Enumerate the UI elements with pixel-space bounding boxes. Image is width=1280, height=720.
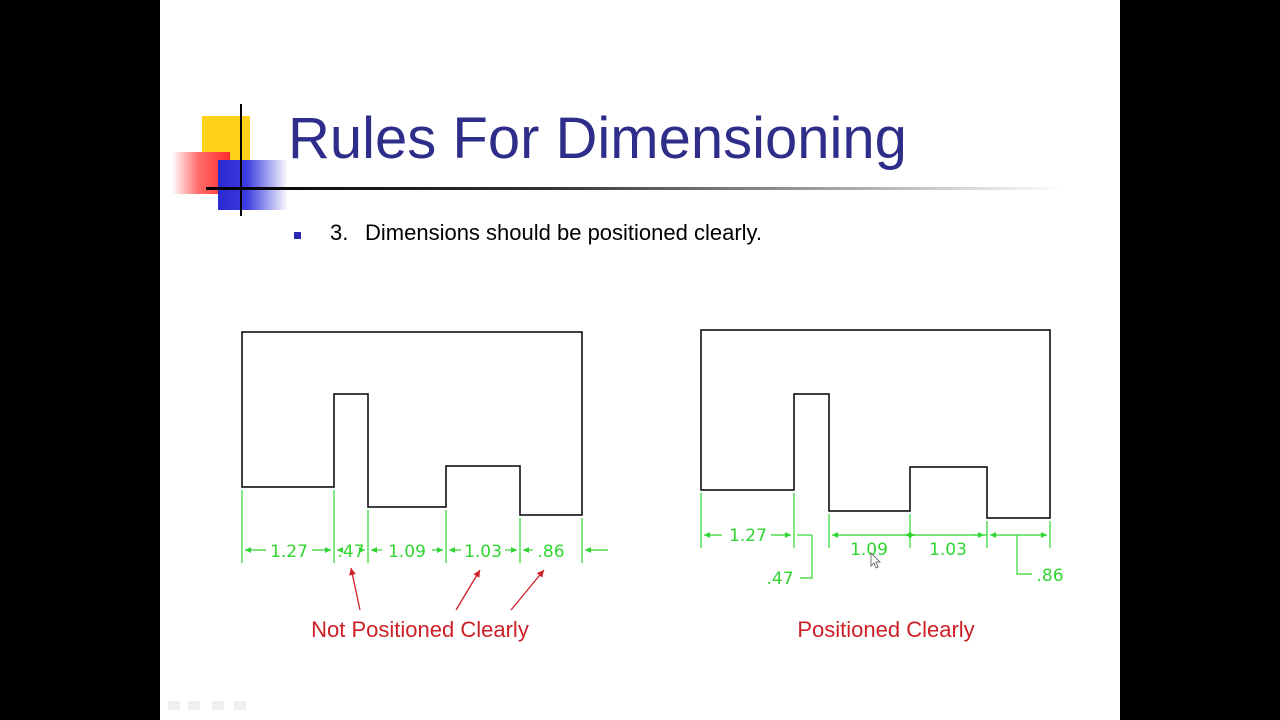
right-diagram: 1.27 .47 1.09 1.03 .86 Positioned Clearl… — [700, 329, 1064, 642]
bullet-square-icon — [294, 232, 301, 239]
right-dim-5: .86 — [1036, 566, 1063, 586]
slide-title: Rules For Dimensioning — [288, 106, 907, 171]
right-caption: Positioned Clearly — [797, 617, 974, 642]
dimensioning-diagrams: 1.27 .47 1.09 1.03 .86 Not Positioned Cl… — [241, 329, 1064, 642]
right-dim-2: .47 — [766, 569, 793, 589]
bullet-item: 3. Dimensions should be positioned clearl… — [330, 220, 762, 246]
right-dim-3: 1.09 — [850, 540, 888, 560]
right-extension-lines — [700, 493, 1051, 548]
bullet-number: 3. — [330, 220, 349, 245]
title-underline — [206, 187, 1066, 190]
right-dim-1: 1.27 — [729, 526, 767, 546]
right-dimension-lines — [704, 532, 1047, 579]
decor-blue-square — [218, 160, 288, 210]
left-pointer-arrows — [349, 567, 545, 611]
left-extension-lines — [241, 490, 583, 563]
decor-vertical-rule — [240, 104, 242, 216]
prev-slide-icon[interactable] — [168, 701, 180, 710]
right-dim-4: 1.03 — [929, 540, 967, 560]
slide: Rules For Dimensioning 3. Dimensions shou… — [160, 0, 1120, 720]
right-part-outline — [700, 329, 1051, 519]
pen-icon[interactable] — [188, 701, 200, 710]
left-dim-4: 1.03 — [464, 542, 502, 562]
next-slide-icon[interactable] — [234, 701, 246, 710]
left-dim-5: .86 — [537, 542, 564, 562]
mouse-cursor-icon — [870, 552, 881, 569]
left-part-outline — [241, 331, 583, 516]
left-dim-3: 1.09 — [388, 542, 426, 562]
left-caption: Not Positioned Clearly — [311, 617, 529, 642]
slide-menu-icon[interactable] — [212, 701, 224, 710]
left-dim-2: .47 — [337, 542, 364, 562]
left-diagram: 1.27 .47 1.09 1.03 .86 Not Positioned Cl… — [241, 331, 608, 642]
bullet-text: Dimensions should be positioned clearly. — [365, 220, 763, 245]
left-dim-1: 1.27 — [270, 542, 308, 562]
